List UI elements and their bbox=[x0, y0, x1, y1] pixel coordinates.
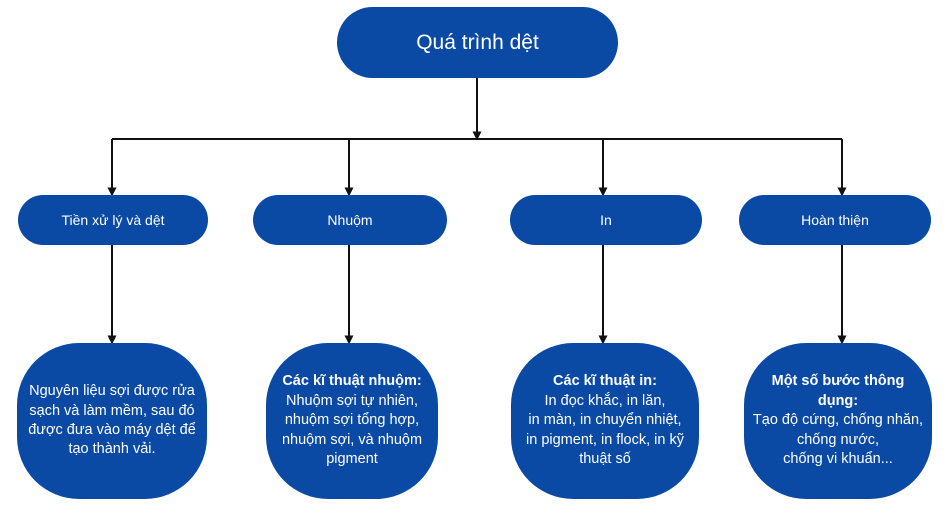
detail-node-body: Nhuộm sợi tự nhiên, nhuộm sợi tổng hợp, … bbox=[281, 392, 423, 468]
detail-node-body: Tạo độ cứng, chống nhăn, chống nước, chố… bbox=[752, 412, 924, 468]
detail-node-body: Nguyên liệu sợi được rửa sạch và làm mềm… bbox=[28, 383, 196, 458]
detail-node-finishing: Một số bước thông dụng: Tạo độ cứng, chố… bbox=[744, 343, 932, 499]
branch-node-label: In bbox=[600, 212, 612, 228]
branch-node-printing: In bbox=[510, 195, 702, 245]
branch-node-pretreatment: Tiền xử lý và dệt bbox=[18, 195, 208, 245]
root-node-label: Quá trình dệt bbox=[416, 30, 539, 54]
detail-node-heading: Các kĩ thuật nhuộm: bbox=[282, 373, 422, 390]
detail-node-heading: Một số bước thông dụng: bbox=[771, 373, 905, 409]
branch-node-label: Tiền xử lý và dệt bbox=[61, 212, 165, 228]
detail-node-pretreatment: Nguyên liệu sợi được rửa sạch và làm mềm… bbox=[17, 343, 207, 499]
detail-node-body: In đọc khắc, in lăn, in màn, in chuyển n… bbox=[526, 392, 684, 468]
branch-node-dyeing: Nhuộm bbox=[253, 195, 447, 245]
root-node: Quá trình dệt bbox=[337, 7, 618, 78]
detail-node-heading: Các kĩ thuật in: bbox=[553, 373, 657, 390]
detail-node-dyeing: Các kĩ thuật nhuộm: Nhuộm sợi tự nhiên, … bbox=[266, 343, 438, 499]
detail-node-printing: Các kĩ thuật in: In đọc khắc, in lăn, in… bbox=[511, 343, 699, 499]
branch-node-finishing: Hoàn thiện bbox=[739, 195, 931, 245]
branch-node-label: Hoàn thiện bbox=[801, 212, 869, 228]
branch-node-label: Nhuộm bbox=[327, 212, 373, 228]
